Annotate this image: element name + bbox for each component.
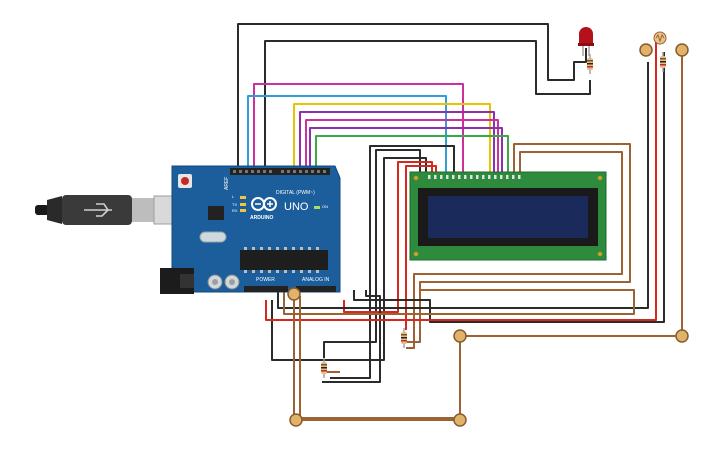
junction-node[interactable] xyxy=(675,43,689,57)
arduino-logo-icon xyxy=(251,197,277,211)
wire-black-lower-1[interactable] xyxy=(277,62,649,309)
on-label: ON xyxy=(322,204,328,209)
wire-brown-lcd-top2[interactable] xyxy=(406,151,623,349)
wire-black-lcd-3[interactable] xyxy=(330,145,455,379)
tx-label: TX xyxy=(232,202,237,207)
wire-black-led-loop[interactable] xyxy=(264,40,591,172)
lcd-16x2-module[interactable] xyxy=(409,171,607,261)
junction-node[interactable] xyxy=(287,287,301,301)
wire-red-lcd[interactable] xyxy=(343,161,433,313)
photoresistor-resistor[interactable] xyxy=(660,52,666,72)
wire-magenta-d3[interactable] xyxy=(305,119,499,172)
usb-cable xyxy=(35,195,195,225)
wire-black-led-cathode[interactable] xyxy=(237,23,587,172)
atmega-chip xyxy=(240,250,328,270)
wire-brown-lcd-top[interactable] xyxy=(404,143,631,343)
analog-in-label: ANALOG IN xyxy=(302,277,330,283)
wire-purple-d4[interactable] xyxy=(299,111,495,172)
power-header xyxy=(244,286,288,292)
lower-resistor[interactable] xyxy=(321,358,327,378)
lcd-screen xyxy=(428,196,588,238)
digital-header-label: DIGITAL (PWM~) xyxy=(276,190,315,196)
uno-model-label: UNO xyxy=(284,201,309,213)
digital-header xyxy=(230,168,330,175)
wire-black-lower-2[interactable] xyxy=(353,52,665,323)
wire-purple-d2[interactable] xyxy=(309,127,503,172)
wire-black-lower-3[interactable] xyxy=(322,290,381,383)
wires xyxy=(237,23,683,421)
power-label: POWER xyxy=(256,277,275,283)
photoresistor[interactable] xyxy=(653,31,667,45)
arduino-uno-board[interactable]: AREF DIGITAL (PWM~) TX RX L ON ARDUINO U… xyxy=(160,165,341,294)
junction-node[interactable] xyxy=(675,329,689,343)
led-resistor[interactable] xyxy=(587,54,593,74)
wire-brown-pot-a[interactable] xyxy=(293,50,683,421)
wire-black-lcd-1[interactable] xyxy=(323,149,421,358)
wire-yellow-d5[interactable] xyxy=(293,103,491,172)
junction-node[interactable] xyxy=(289,413,303,427)
usb-icon xyxy=(84,203,112,217)
junction-node[interactable] xyxy=(639,43,653,57)
backlight-resistor[interactable] xyxy=(401,328,407,348)
junction-node[interactable] xyxy=(453,329,467,343)
arduino-brand-label: ARDUINO xyxy=(250,215,273,221)
junction-node[interactable] xyxy=(453,413,467,427)
wire-junctions xyxy=(287,43,689,427)
wire-black-lcd-2[interactable] xyxy=(271,157,427,361)
wire-brown-lower-1[interactable] xyxy=(283,289,635,315)
aref-label: AREF xyxy=(224,177,230,190)
l-label: L xyxy=(232,194,235,199)
wire-green-d1[interactable] xyxy=(315,135,509,172)
rx-label: RX xyxy=(232,208,238,213)
wire-blue-d9[interactable] xyxy=(247,95,447,172)
red-led[interactable] xyxy=(578,27,594,56)
lcd-pin-header xyxy=(428,175,521,179)
analog-header xyxy=(296,286,336,292)
wire-red-lcd-2[interactable] xyxy=(405,165,437,330)
wire-red-lower[interactable] xyxy=(265,40,657,321)
